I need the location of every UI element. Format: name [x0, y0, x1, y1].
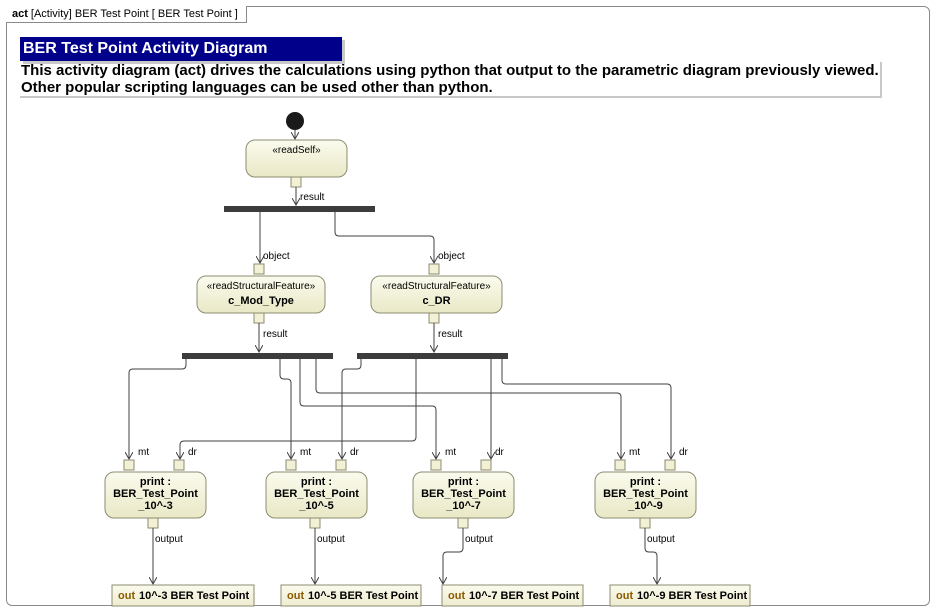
- flow-dr-to-print-5[interactable]: [342, 359, 362, 459]
- read-mod-type-action[interactable]: «readStructuralFeature» c_Mod_Type: [196, 275, 326, 314]
- print-dr-label: dr: [495, 447, 505, 458]
- fork-bar-mod-type[interactable]: [182, 353, 333, 359]
- readself-action[interactable]: «readSelf»: [245, 139, 348, 178]
- print-action-line-3: _10^-9: [627, 500, 663, 512]
- print-output-label: output: [317, 534, 345, 545]
- print-dr-pin[interactable]: [335, 459, 347, 471]
- frame-header-tab: act[Activity] BER Test Point [ BER Test …: [6, 6, 247, 23]
- flow-dr-to-print-9[interactable]: [501, 359, 671, 459]
- print-output-label: output: [155, 534, 183, 545]
- dr-object-pin[interactable]: [428, 263, 440, 275]
- print-action-line-3: _10^-3: [137, 500, 173, 512]
- print-output-pin[interactable]: [309, 517, 321, 529]
- dr-object-label: object: [438, 251, 465, 262]
- print-action-line-1: print :: [140, 476, 171, 488]
- dr-name: c_DR: [422, 295, 450, 307]
- fork-bar-dr[interactable]: [357, 353, 508, 359]
- print-output-label: output: [647, 534, 675, 545]
- frame-kind: act: [12, 8, 28, 20]
- print-action-line-1: print :: [301, 476, 332, 488]
- print-action-line-1: print :: [630, 476, 661, 488]
- output-node[interactable]: out 10^-5 BER Test Point: [280, 584, 422, 607]
- readself-result-label: result: [300, 192, 325, 203]
- mod-type-result-pin[interactable]: [253, 312, 265, 324]
- print-action[interactable]: print :BER_Test_Point_10^-9: [594, 471, 697, 519]
- print-output-pin[interactable]: [457, 517, 469, 529]
- print-mt-label: mt: [445, 447, 456, 458]
- flow-mt-to-print-9[interactable]: [315, 359, 621, 459]
- diagram-description: This activity diagram (act) drives the c…: [20, 62, 882, 98]
- print-action[interactable]: print :BER_Test_Point_10^-5: [265, 471, 368, 519]
- flow-print-to-output[interactable]: [443, 528, 464, 584]
- print-dr-pin[interactable]: [173, 459, 185, 471]
- flow-print-to-output[interactable]: [644, 528, 657, 584]
- output-keyword: out: [616, 590, 633, 602]
- print-action-line-2: BER_Test_Point: [274, 488, 359, 500]
- print-action[interactable]: print :BER_Test_Point_10^-7: [412, 471, 515, 519]
- flow-mt-to-print-3[interactable]: [129, 359, 187, 459]
- flow-fork-to-dr[interactable]: [334, 212, 434, 263]
- mod-type-object-label: object: [263, 251, 290, 262]
- mod-type-object-pin[interactable]: [253, 263, 265, 275]
- print-mt-label: mt: [629, 447, 640, 458]
- print-dr-label: dr: [679, 447, 689, 458]
- print-dr-pin[interactable]: [480, 459, 492, 471]
- print-mt-label: mt: [138, 447, 149, 458]
- print-output-pin[interactable]: [147, 517, 159, 529]
- print-mt-pin[interactable]: [123, 459, 135, 471]
- output-name: 10^-7 BER Test Point: [469, 590, 579, 602]
- output-node[interactable]: out 10^-9 BER Test Point: [609, 584, 751, 607]
- output-keyword: out: [287, 590, 304, 602]
- flow-dr-to-print-3[interactable]: [180, 359, 417, 459]
- print-output-label: output: [465, 534, 493, 545]
- print-mt-pin[interactable]: [285, 459, 297, 471]
- print-mt-pin[interactable]: [430, 459, 442, 471]
- output-name: 10^-3 BER Test Point: [139, 590, 249, 602]
- output-node[interactable]: out 10^-3 BER Test Point: [111, 584, 255, 607]
- mod-type-stereotype: «readStructuralFeature»: [207, 281, 316, 292]
- output-parameter-nodes: out 10^-3 BER Test Point out 10^-5 BER Test…: [111, 584, 751, 607]
- print-action-line-3: _10^-7: [445, 500, 481, 512]
- mod-type-result-label: result: [263, 329, 288, 340]
- print-dr-label: dr: [188, 447, 198, 458]
- print-output-pin[interactable]: [639, 517, 651, 529]
- readself-stereotype: «readSelf»: [272, 145, 321, 156]
- print-dr-label: dr: [350, 447, 360, 458]
- print-mt-pin[interactable]: [614, 459, 626, 471]
- print-action-line-2: BER_Test_Point: [421, 488, 506, 500]
- mod-type-name: c_Mod_Type: [228, 295, 294, 307]
- print-dr-pin[interactable]: [664, 459, 676, 471]
- fork-bar-top[interactable]: [224, 206, 375, 212]
- frame-label: [Activity] BER Test Point [ BER Test Poi…: [30, 8, 238, 20]
- dr-result-pin[interactable]: [428, 312, 440, 324]
- output-name: 10^-5 BER Test Point: [308, 590, 418, 602]
- dr-result-label: result: [438, 329, 463, 340]
- flow-mt-to-print-5[interactable]: [279, 359, 291, 459]
- output-name: 10^-9 BER Test Point: [637, 590, 747, 602]
- print-action-line-1: print :: [448, 476, 479, 488]
- output-keyword: out: [118, 590, 135, 602]
- print-action-line-2: BER_Test_Point: [113, 488, 198, 500]
- flow-mt-to-print-7[interactable]: [299, 359, 436, 459]
- initial-node[interactable]: [286, 112, 304, 130]
- print-action-line-3: _10^-5: [298, 500, 334, 512]
- print-mt-label: mt: [300, 447, 311, 458]
- print-action-line-2: BER_Test_Point: [603, 488, 688, 500]
- print-action[interactable]: print :BER_Test_Point_10^-3: [104, 471, 207, 519]
- output-node[interactable]: out 10^-7 BER Test Point: [441, 584, 584, 607]
- readself-result-pin[interactable]: [290, 176, 302, 188]
- output-keyword: out: [448, 590, 465, 602]
- read-dr-action[interactable]: «readStructuralFeature» c_DR: [370, 275, 503, 314]
- diagram-title: BER Test Point Activity Diagram: [20, 37, 342, 61]
- dr-stereotype: «readStructuralFeature»: [382, 281, 491, 292]
